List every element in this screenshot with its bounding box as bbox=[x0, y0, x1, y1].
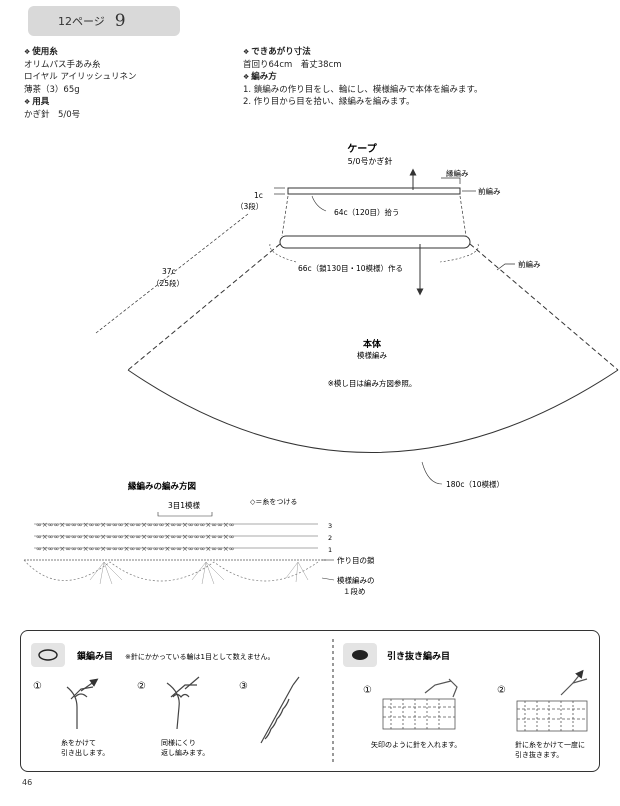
method-step: 1. 鎖編みの作り目をし、輪にし、模様編みで本体を編みます。 bbox=[243, 84, 483, 95]
stitch-guide: 鎖編み目 ※針にかかっている輪は1目として数えません。 ① ② ③ 糸をかけて … bbox=[31, 639, 588, 763]
chain-step1-illustration bbox=[66, 678, 99, 729]
chain-caption-2: 同様にくり bbox=[161, 738, 196, 747]
edging-height-label: 1c bbox=[254, 191, 263, 200]
method-heading: 編み方 bbox=[243, 71, 482, 84]
page-number: 46 bbox=[22, 778, 33, 787]
chain-note: ※針にかかっている輪は1目として数えません。 bbox=[125, 652, 275, 661]
slip-title: 引き抜き編み目 bbox=[387, 650, 450, 662]
repeat-label: 3目1模様 bbox=[168, 500, 201, 510]
yarn-line: ロイヤル アイリッシュリネン bbox=[24, 72, 137, 82]
chain-symbol-icon bbox=[38, 649, 58, 661]
body-note: ※模し目は編み方図参照。 bbox=[328, 378, 417, 388]
step-number: ① bbox=[33, 681, 42, 692]
body-left-edge bbox=[127, 243, 281, 371]
slip-caption-2: 針に糸をかけて一度に bbox=[515, 740, 585, 749]
hem-width-label: 180c（10模様） bbox=[446, 479, 504, 489]
foundation-label: 66c（鎖130目・10模様）作る bbox=[298, 263, 403, 273]
finished-size-line: 首回り64cm 着丈38cm bbox=[243, 59, 342, 70]
foundation-chain-label: 作り目の鎖 bbox=[337, 555, 375, 565]
tool-heading: 用具 bbox=[24, 96, 137, 109]
cape-diagram: ケープ 5/0号かぎ針 縁編み 前編み 1c （3段） 64c（120目）拾う … bbox=[23, 142, 619, 596]
tool-line: かぎ針 5/0号 bbox=[24, 109, 81, 120]
pattern-row-label: 模様編みの bbox=[337, 575, 375, 585]
page-header-tab: 12ページ 9 bbox=[28, 6, 180, 36]
chain-symbol-badge bbox=[31, 643, 65, 667]
yarn-heading: 使用糸 bbox=[24, 46, 137, 59]
chain-caption-1: 糸をかけて bbox=[61, 738, 96, 747]
edging-band bbox=[287, 187, 461, 195]
length-rows-label: （25段） bbox=[152, 278, 184, 288]
row-number: 1 bbox=[328, 546, 332, 554]
pattern-row-label-2: １段め bbox=[343, 586, 366, 596]
slip-caption-1: 矢印のように針を入れます。 bbox=[371, 740, 461, 749]
yarn-line: オリムパス手あみ糸 bbox=[24, 59, 101, 70]
edging-label: 縁編み bbox=[446, 168, 469, 178]
length-label: 37c bbox=[162, 267, 176, 276]
instructions-section: できあがり寸法 首回り64cm 着丈38cm 編み方 1. 鎖編みの作り目をし、… bbox=[243, 46, 482, 109]
method-step: 2. 作り目から目を拾い、縁編みを編みます。 bbox=[243, 97, 415, 107]
chain-title: 鎖編み目 bbox=[77, 650, 113, 662]
slip-step2-illustration bbox=[516, 669, 588, 732]
body-stitch-label: 前編み bbox=[518, 259, 541, 269]
svg-text:∞×∞∞×∞∞∞×∞∞×∞∞∞×∞∞×∞∞∞×∞∞×∞∞∞×: ∞×∞∞×∞∞∞×∞∞×∞∞∞×∞∞×∞∞∞×∞∞×∞∞∞×∞∞×∞ bbox=[36, 533, 235, 541]
body-hem-arc bbox=[127, 369, 619, 453]
chain-caption-1b: 引き出します。 bbox=[61, 748, 109, 757]
slip-caption-2b: 引き抜きます。 bbox=[515, 750, 563, 759]
edging-rows-label: （3段） bbox=[236, 201, 263, 211]
chain-step3-illustration bbox=[260, 676, 300, 744]
edging-stitch-rows bbox=[34, 523, 318, 549]
body-title: 本体 bbox=[363, 338, 382, 350]
svg-text:∞×∞∞×∞∞∞×∞∞×∞∞∞×∞∞×∞∞∞×∞∞×∞∞∞×: ∞×∞∞×∞∞∞×∞∞×∞∞∞×∞∞×∞∞∞×∞∞×∞∞∞×∞∞×∞ bbox=[36, 545, 235, 553]
row-number: 3 bbox=[328, 522, 332, 530]
finished-size-heading: できあがり寸法 bbox=[243, 46, 482, 59]
step-number: ② bbox=[137, 681, 146, 692]
chain-caption-2b: 返し編みます。 bbox=[161, 748, 209, 757]
slip-step1-illustration bbox=[382, 678, 458, 730]
body-subtitle: 模様編み bbox=[357, 350, 387, 360]
diagram-title: ケープ bbox=[347, 142, 377, 155]
body-right-edge bbox=[469, 243, 619, 371]
materials-section: 使用糸 オリムパス手あみ糸 ロイヤル アイリッシュリネン 薄茶（3）65g 用具… bbox=[24, 46, 137, 121]
diagram-subtitle: 5/0号かぎ針 bbox=[348, 156, 393, 166]
length-measure-line bbox=[95, 213, 249, 334]
step-number: ① bbox=[363, 685, 372, 696]
chain-step2-illustration bbox=[166, 676, 200, 730]
slip-symbol-icon bbox=[352, 650, 368, 660]
step-number: ③ bbox=[239, 681, 248, 692]
stitch-guide-box: 鎖編み目 ※針にかかっている輪は1目として数えません。 ① ② ③ 糸をかけて … bbox=[20, 630, 600, 772]
step-number: ② bbox=[497, 685, 506, 696]
yarn-attach-note: ◇＝糸をつける bbox=[250, 497, 297, 506]
page-reference: 12ページ bbox=[58, 15, 105, 28]
pattern-fan-lines bbox=[89, 561, 309, 585]
edging-stitch-marks: ∞×∞∞×∞∞∞×∞∞×∞∞∞×∞∞×∞∞∞×∞∞×∞∞∞×∞∞×∞ ∞×∞∞×… bbox=[36, 521, 235, 553]
row-number: 2 bbox=[328, 534, 332, 542]
svg-text:∞×∞∞×∞∞∞×∞∞×∞∞∞×∞∞×∞∞∞×∞∞×∞∞∞×: ∞×∞∞×∞∞∞×∞∞×∞∞∞×∞∞×∞∞∞×∞∞×∞∞∞×∞∞×∞ bbox=[36, 521, 235, 529]
yarn-line: 薄茶（3）65g bbox=[24, 84, 80, 95]
edging-chart-title: 縁編みの編み方図 bbox=[128, 481, 196, 492]
edging-stitch-label: 前編み bbox=[478, 186, 501, 196]
pickup-label: 64c（120目）拾う bbox=[334, 207, 399, 217]
foundation-ring bbox=[279, 235, 471, 249]
pattern-number: 9 bbox=[114, 11, 126, 31]
pattern-row-scallops bbox=[23, 559, 319, 582]
